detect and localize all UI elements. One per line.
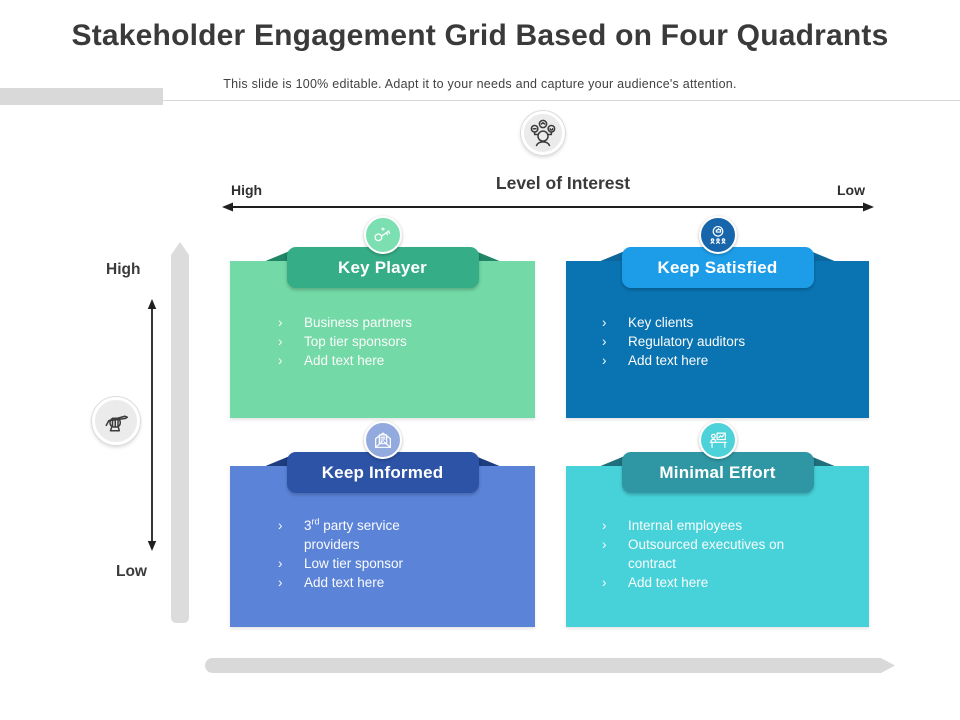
quadrant-item-list: › Internal employees › Outsourced executiv… (566, 466, 869, 592)
power-hand-pencil-icon (92, 397, 140, 445)
quadrant-key-player: Key Player › Business partners › Top tier … (230, 216, 535, 418)
list-bullet: › (278, 518, 283, 533)
quadrant-item-list: › 3rd party service providers › Low tier s… (230, 466, 535, 592)
list-bullet: › (278, 353, 283, 368)
list-bullet: › (278, 556, 283, 571)
list-item: › Outsourced executives on contract (602, 535, 835, 573)
list-item-text: Key clients (628, 315, 694, 330)
audience-interest-icon (521, 111, 565, 155)
list-item-text: Outsourced executives on contract (628, 537, 785, 571)
list-bullet: › (602, 537, 607, 552)
list-item: › 3rd party service providers (278, 516, 451, 554)
list-bullet: › (278, 334, 283, 349)
list-bullet: › (602, 353, 607, 368)
list-item-text: Regulatory auditors (628, 334, 746, 349)
list-item-text: Business partners (304, 315, 413, 330)
list-item-text: Add text here (628, 575, 709, 590)
list-item: › Key clients (602, 313, 811, 332)
key-icon (363, 216, 402, 254)
list-item: › Add text here (278, 351, 477, 370)
list-bullet: › (602, 518, 607, 533)
v-axis-high-label: High (106, 261, 141, 278)
quadrant-title: Keep Satisfied (657, 257, 778, 277)
horizontal-axis-title: Level of Interest (495, 173, 631, 193)
vertical-axis-bar (171, 242, 189, 623)
list-item: › Top tier sponsors (278, 332, 477, 351)
open-envelope-icon (363, 421, 402, 459)
workstation-icon (698, 421, 737, 459)
quadrant-minimal-effort: Minimal Effort › Internal employees › Outs… (566, 421, 869, 627)
list-item: › Internal employees (602, 516, 835, 535)
quadrant-keep-informed: Keep Informed › 3rd party service provide… (230, 421, 535, 627)
header-divider (0, 100, 960, 101)
list-item: › Business partners (278, 313, 477, 332)
list-bullet: › (602, 575, 607, 590)
feedback-bubble-icon (698, 216, 737, 254)
quadrant-title: Minimal Effort (659, 462, 776, 482)
list-item: › Low tier sponsor (278, 554, 451, 573)
bottom-direction-arrow (205, 658, 895, 673)
list-item-text: Low tier sponsor (304, 556, 404, 571)
h-axis-low-label: Low (837, 182, 865, 198)
h-axis-high-label: High (231, 182, 263, 198)
list-item-text: 3rd party service providers (304, 516, 400, 552)
quadrant-item-list: › Business partners › Top tier sponsors › A… (230, 261, 535, 370)
list-item-text: Internal employees (628, 518, 743, 533)
list-item-text: Add text here (304, 575, 385, 590)
v-axis-low-label: Low (116, 563, 147, 580)
list-bullet: › (278, 315, 283, 330)
horizontal-axis-arrow (222, 202, 874, 212)
page-title: Stakeholder Engagement Grid Based on Fou… (71, 19, 889, 52)
list-item: › Add text here (278, 573, 451, 592)
quadrant-title: Keep Informed (321, 462, 444, 482)
list-bullet: › (602, 315, 607, 330)
list-item: › Add text here (602, 351, 811, 370)
list-item-text: Add text here (628, 353, 709, 368)
list-item-text: Add text here (304, 353, 385, 368)
list-item: › Add text here (602, 573, 835, 592)
quadrant-item-list: › Key clients › Regulatory auditors › Add t… (566, 261, 869, 370)
quadrant-keep-satisfied: Keep Satisfied › Key clients › Regulatory … (566, 216, 869, 418)
list-bullet: › (602, 334, 607, 349)
vertical-axis-arrow (147, 299, 157, 551)
list-bullet: › (278, 575, 283, 590)
quadrant-title: Key Player (338, 257, 427, 277)
list-item: › Regulatory auditors (602, 332, 811, 351)
slide-subtitle: This slide is 100% editable. Adapt it to… (223, 77, 737, 91)
list-item-text: Top tier sponsors (304, 334, 407, 349)
header-gray-tab (0, 88, 163, 105)
